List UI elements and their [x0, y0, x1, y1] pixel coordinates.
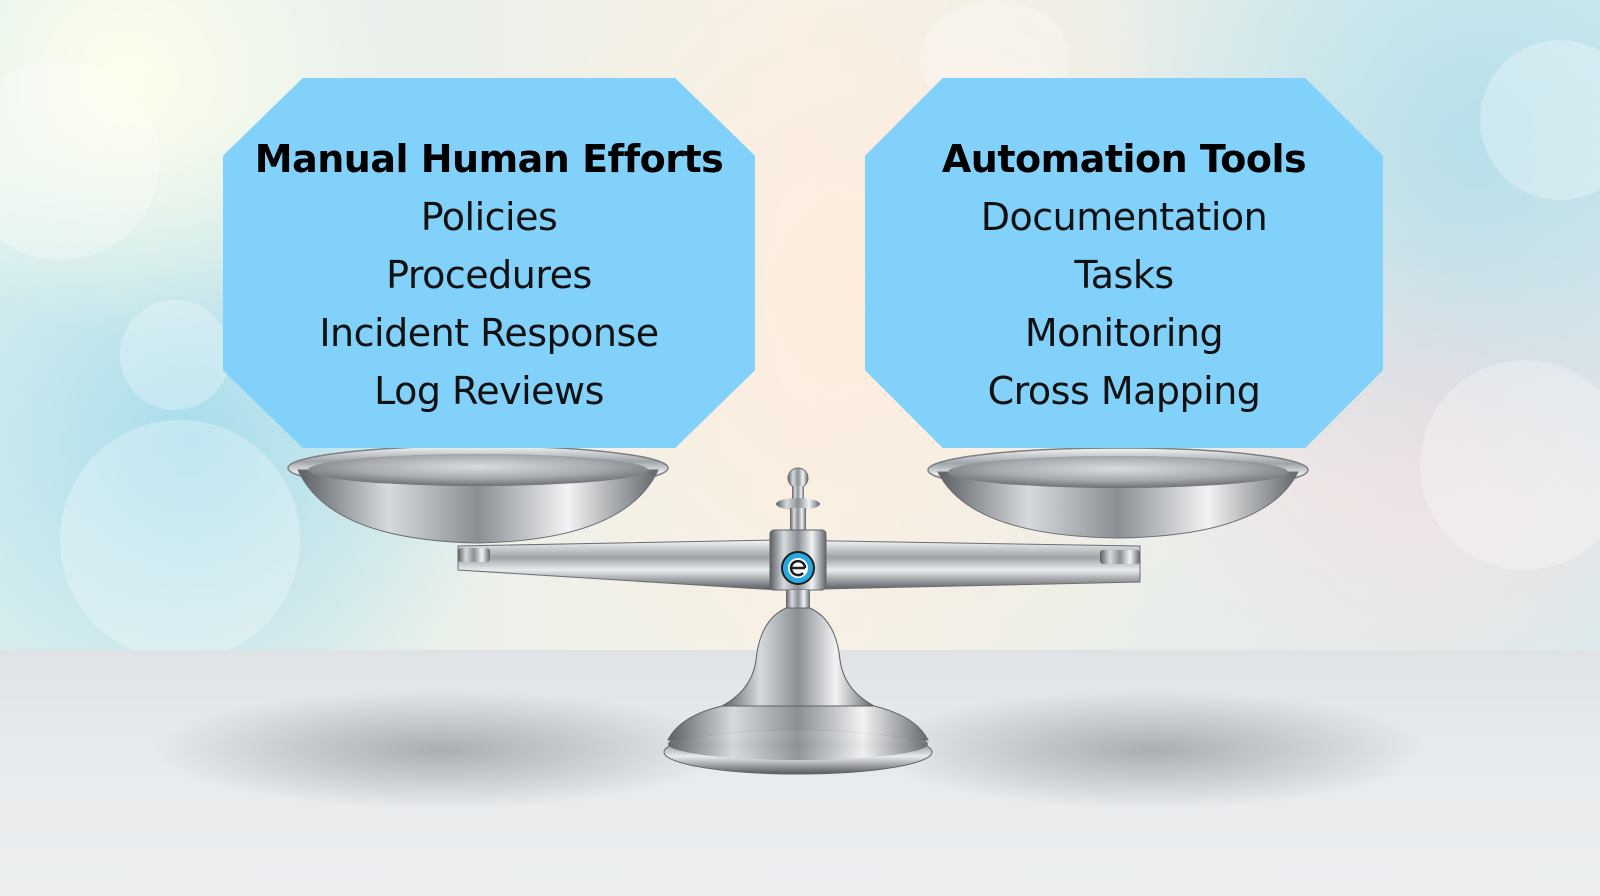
- manual-efforts-panel: Manual Human Efforts Policies Procedures…: [223, 78, 755, 448]
- manual-item-log-reviews: Log Reviews: [374, 369, 604, 413]
- bokeh-light: [1420, 360, 1600, 570]
- automation-item-documentation: Documentation: [980, 195, 1268, 239]
- manual-item-incident-response: Incident Response: [319, 311, 659, 355]
- bokeh-light: [60, 420, 300, 660]
- pan-shadow-left: [150, 690, 730, 810]
- automation-tools-title: Automation Tools: [941, 137, 1307, 181]
- automation-tools-panel: Automation Tools Documentation Tasks Mon…: [865, 78, 1383, 448]
- e-logo-icon: [781, 551, 815, 585]
- bokeh-light: [120, 300, 230, 410]
- bokeh-light: [1480, 40, 1600, 200]
- automation-item-tasks: Tasks: [1074, 253, 1174, 297]
- bokeh-light: [0, 60, 160, 260]
- automation-item-monitoring: Monitoring: [1024, 311, 1224, 355]
- manual-efforts-title: Manual Human Efforts: [254, 137, 724, 181]
- automation-item-cross-mapping: Cross Mapping: [987, 369, 1261, 413]
- pan-shadow-right: [870, 690, 1430, 810]
- manual-item-policies: Policies: [420, 195, 558, 239]
- manual-item-procedures: Procedures: [386, 253, 592, 297]
